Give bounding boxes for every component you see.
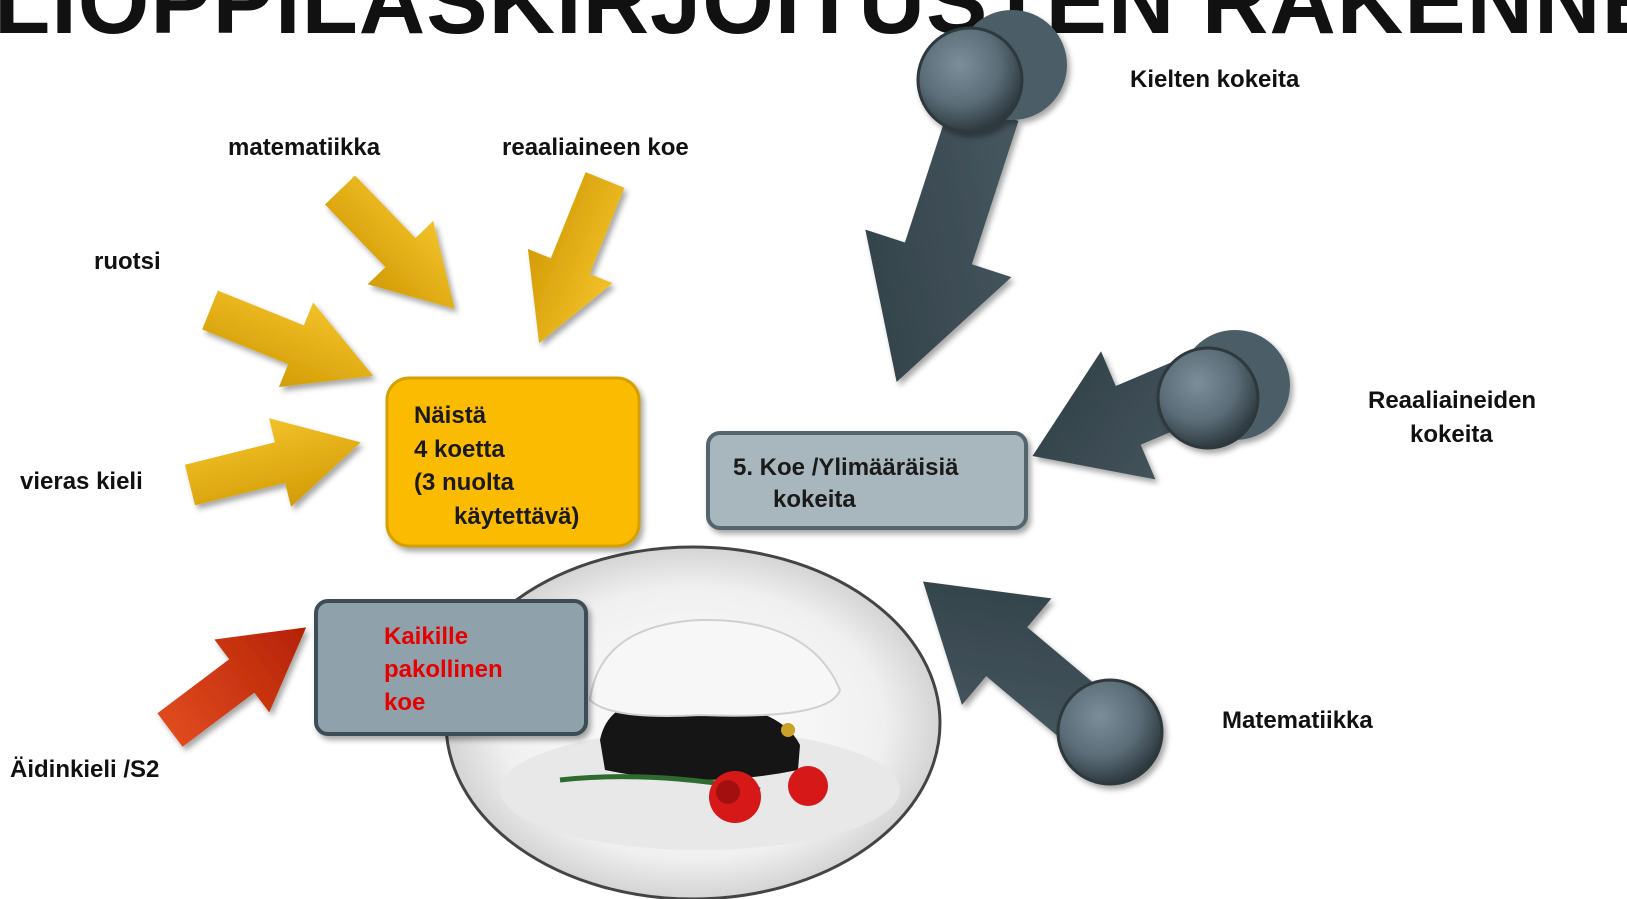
label-reaaliaineen-koe: reaaliaineen koe bbox=[502, 134, 689, 161]
mandatory-exam-box: Kaikille pakollinen koe bbox=[384, 620, 503, 719]
selection-box-4-koetta: Näistä 4 koetta (3 nuolta käytettävä) bbox=[414, 399, 579, 533]
gold-arrow-matematiikka bbox=[307, 158, 488, 341]
box-line: Näistä bbox=[414, 402, 487, 429]
label-reaaliaineiden: Reaaliaineiden bbox=[1368, 387, 1537, 414]
box-line: 5. Koe /Ylimääräisiä bbox=[733, 454, 959, 481]
page-title: LIOPPILASKIRJOITUSTEN RAKENNE bbox=[0, 0, 1627, 53]
box-line: (3 nuolta bbox=[414, 469, 514, 497]
gold-arrow-vieras-kieli bbox=[178, 398, 372, 530]
label-matematiikka-right: Matematiikka bbox=[1222, 707, 1373, 734]
grey-box2-shape bbox=[314, 599, 588, 736]
box-line: Kaikille bbox=[384, 623, 469, 650]
gold-arrow-reaaliaine bbox=[496, 162, 648, 361]
box-line: käytettävä) bbox=[454, 502, 580, 530]
pushpin-icon bbox=[1156, 330, 1290, 450]
label-kokeita: kokeita bbox=[1410, 421, 1493, 448]
box-line: koe bbox=[384, 689, 426, 717]
red-arrow-aidinkieli bbox=[142, 590, 334, 767]
label-vieras-kieli: vieras kieli bbox=[20, 468, 143, 495]
label-aidinkieli: Äidinkieli /S2 bbox=[10, 756, 160, 783]
label-matematiikka: matematiikka bbox=[228, 134, 381, 161]
box-line: kokeita bbox=[773, 486, 856, 514]
grey-box-shape bbox=[706, 431, 1028, 530]
gold-box-shape bbox=[385, 376, 641, 548]
pushpin-icon bbox=[916, 10, 1067, 134]
label-ruotsi: ruotsi bbox=[94, 248, 161, 275]
slate-arrow-kielten bbox=[823, 86, 1059, 406]
extra-exam-box: 5. Koe /Ylimääräisiä kokeita bbox=[733, 452, 958, 517]
pushpin-icon bbox=[1056, 678, 1164, 786]
box-line: 4 koetta bbox=[414, 435, 505, 463]
label-kielten-kokeita: Kielten kokeita bbox=[1130, 66, 1300, 93]
box-line: pakollinen bbox=[384, 656, 503, 684]
gold-arrow-ruotsi bbox=[192, 267, 391, 419]
